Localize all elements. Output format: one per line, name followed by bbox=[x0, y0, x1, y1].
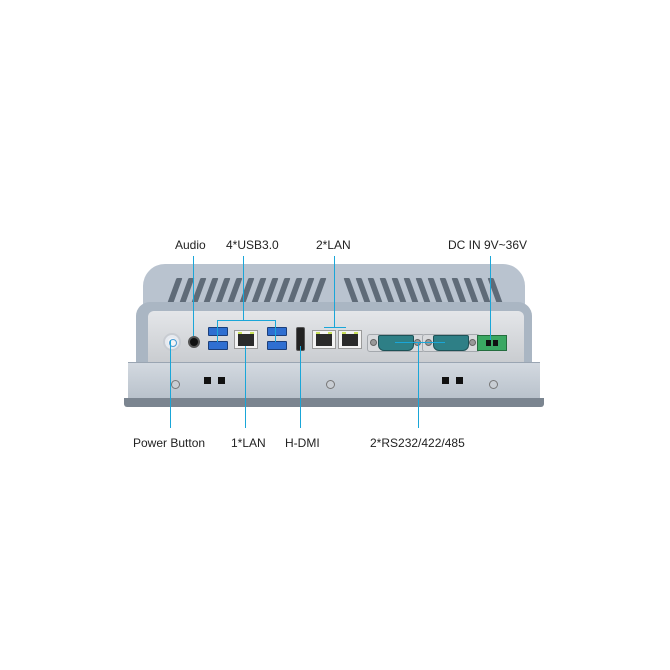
callout-line-dcin bbox=[490, 256, 491, 340]
callout-line-hdmi bbox=[300, 346, 301, 428]
bezel-bottom-edge bbox=[124, 398, 544, 407]
label-hdmi: H-DMI bbox=[285, 436, 320, 450]
serial-port-1 bbox=[378, 335, 414, 351]
lan-port-1 bbox=[234, 330, 258, 349]
audio-jack bbox=[188, 336, 200, 348]
serial-port-2 bbox=[433, 335, 469, 351]
callout-line-serial bbox=[418, 342, 419, 428]
label-serial: 2*RS232/422/485 bbox=[370, 436, 465, 450]
bezel-screw bbox=[489, 380, 498, 389]
label-dcin: DC IN 9V~36V bbox=[448, 238, 528, 252]
callout-line-2lan-bracket bbox=[324, 327, 346, 328]
label-audio: Audio bbox=[175, 238, 206, 252]
callout-line-serial-bracket bbox=[395, 342, 445, 343]
lan-port-2 bbox=[312, 330, 336, 349]
dc-in-terminal bbox=[477, 335, 507, 351]
callout-line-audio bbox=[193, 256, 194, 336]
usb-port-2 bbox=[208, 341, 228, 350]
bezel-vent bbox=[204, 377, 211, 384]
label-usb: 4*USB3.0 bbox=[226, 238, 279, 252]
bezel-vent bbox=[456, 377, 463, 384]
callout-line-power bbox=[170, 340, 171, 428]
bezel-screw bbox=[326, 380, 335, 389]
lan-port-3 bbox=[338, 330, 362, 349]
label-2lan: 2*LAN bbox=[316, 238, 351, 252]
usb-port-4 bbox=[267, 341, 287, 350]
power-button[interactable] bbox=[163, 333, 181, 351]
callout-line-2lan bbox=[334, 256, 335, 327]
bezel-screw bbox=[171, 380, 180, 389]
usb-port-1 bbox=[208, 327, 228, 336]
usb-port-3 bbox=[267, 327, 287, 336]
callout-line-usb bbox=[243, 256, 244, 320]
label-1lan: 1*LAN bbox=[231, 436, 266, 450]
label-power-button: Power Button bbox=[133, 436, 206, 450]
callout-line-1lan bbox=[245, 346, 246, 428]
callout-line-usb-right bbox=[275, 320, 276, 342]
callout-line-usb-bracket bbox=[217, 320, 276, 321]
bezel-vent bbox=[442, 377, 449, 384]
bezel-vent bbox=[218, 377, 225, 384]
callout-line-usb-left bbox=[217, 320, 218, 342]
